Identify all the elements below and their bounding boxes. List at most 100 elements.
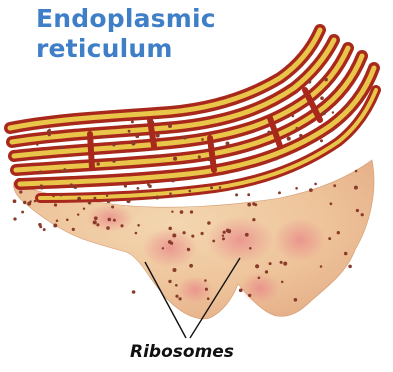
ribosome-dot [137, 224, 140, 227]
ribosome-dot [267, 131, 270, 134]
ribosome-dot [88, 201, 91, 204]
ribosome-dot [124, 184, 127, 187]
ribosome-dot [168, 227, 172, 231]
ribosome-dot [247, 203, 251, 207]
ribosome-dot [172, 233, 176, 237]
ribosome-dot [248, 294, 251, 297]
ribosomes-label: Ribosomes [130, 342, 234, 362]
ribosome-dot [83, 207, 85, 209]
ribosome-dot [210, 186, 213, 189]
ribosome-dot [19, 190, 22, 193]
ribosome-dot [361, 213, 364, 216]
ribosome-dot [188, 190, 191, 193]
ribosome-dot [278, 191, 281, 194]
ribosome-dot [255, 264, 259, 268]
ribosome-dot [222, 234, 224, 236]
ribosome-dot [275, 158, 277, 160]
ribosome-dot [189, 264, 193, 268]
ribosome-dot [178, 297, 181, 300]
ribosome-dot [332, 111, 334, 113]
ribosome-dot [294, 298, 298, 302]
ribosome-dot [247, 193, 250, 196]
ribosome-dot [226, 142, 230, 146]
ribosome-dot [175, 295, 178, 298]
ribosome-dot [222, 237, 225, 240]
ribosome-dot [169, 192, 172, 195]
ribosome-dot [147, 183, 150, 186]
ribosome-dot [281, 281, 284, 284]
ribosome-dot [333, 184, 336, 187]
ribosome-dot [295, 127, 298, 130]
ribosome-dot [191, 235, 194, 238]
ribosome-dot [207, 297, 210, 300]
ribosome-dot [235, 193, 238, 196]
ribosome-dot [60, 194, 63, 197]
ribosome-dot [39, 170, 42, 173]
ribosome-dot [287, 137, 291, 141]
ribosome-dot [135, 232, 138, 235]
ribosome-dot [205, 288, 208, 291]
ribosome-dot [295, 187, 298, 190]
ribosome-dot [207, 221, 211, 225]
ribosome-dot [132, 290, 136, 294]
ribosome-dot [72, 228, 75, 231]
ribosome-dot [239, 288, 243, 292]
ribosome-dot [53, 224, 57, 228]
ribosome-dot [208, 158, 211, 161]
ribosome-dot [23, 201, 26, 204]
ribosome-dot [183, 135, 187, 139]
ribosome-dot [111, 206, 114, 209]
ribosome-dot [337, 231, 340, 234]
ribosome-dot [171, 211, 173, 213]
ribosome-dot [219, 186, 222, 189]
ribosome-dot [34, 200, 37, 203]
ribosome-dot [106, 194, 108, 196]
ribosome-dot [131, 141, 135, 145]
ribosome-dot [223, 231, 226, 234]
ribosome-dot [330, 202, 333, 205]
ribosome-dot [190, 210, 193, 213]
ribosome-dot [171, 179, 175, 183]
ribosome-dot [40, 187, 43, 190]
ribosome-dot [204, 279, 207, 282]
ribosome-dot [38, 223, 41, 226]
ribosome-dot [126, 199, 130, 203]
ribosome-dot [212, 240, 215, 243]
ribosome-dot [249, 247, 252, 250]
ribosome-dot [155, 196, 159, 200]
ribosome-dot [103, 136, 105, 138]
ribosome-dot [43, 228, 46, 231]
ribosome-dot [344, 252, 348, 256]
ribosome-dot [354, 186, 358, 190]
ribosome-dot [60, 145, 64, 149]
ribosome-dot [322, 111, 326, 115]
ribosome-dot [168, 240, 172, 244]
ribosome-dot [182, 231, 185, 234]
ribosome-dot [106, 226, 110, 230]
er-cisternae [10, 30, 376, 198]
ribosome-dot [156, 134, 160, 138]
ribosome-dot [168, 280, 171, 283]
ribosome-dot [112, 159, 116, 163]
ribosome-dot [155, 154, 158, 157]
ribosome-dot [135, 134, 139, 138]
ribosome-dot [151, 121, 154, 124]
ribosome-dot [309, 188, 313, 192]
ribosome-dot [52, 195, 55, 198]
ribosome-dot [77, 197, 81, 201]
ribosome-dot [324, 78, 328, 82]
ribosome-dot [356, 209, 359, 212]
ribosome-dot [252, 218, 255, 221]
ribosome-dot [320, 265, 323, 268]
ribosome-dot [173, 268, 177, 272]
ribosome-dot [245, 233, 249, 237]
ribosome-dot [299, 134, 303, 138]
ribosome-dot [200, 232, 203, 235]
ribosome-dot [292, 115, 295, 118]
ribosome-dot [21, 211, 24, 214]
ribosome-dot [48, 133, 51, 136]
ribosome-dot [29, 200, 31, 202]
ribosome-dot [258, 276, 261, 279]
ribosome-dot [94, 216, 98, 220]
ribosome-dot [93, 197, 96, 200]
